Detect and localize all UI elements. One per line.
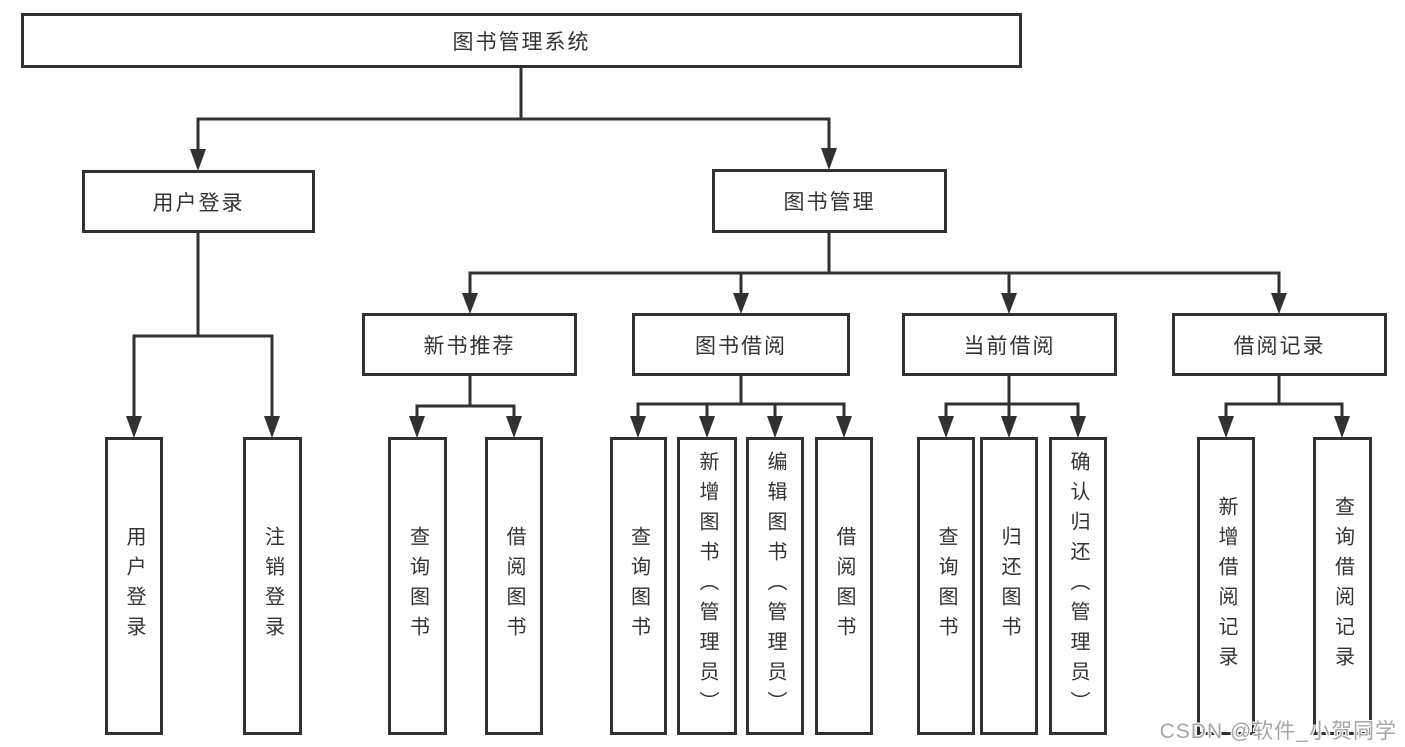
leaf-rec-query-book-label: 查询图书 — [406, 526, 429, 646]
leaf-add-book-admin-label: 新增图书（管理员） — [696, 451, 718, 721]
node-borrowing-records: 借阅记录 — [1172, 313, 1387, 376]
node-book-management-label: 图书管理 — [783, 191, 876, 214]
leaf-borrow-query-book: 查询图书 — [610, 437, 667, 735]
leaf-rec-query-book: 查询图书 — [388, 437, 447, 735]
leaf-add-book-admin: 新增图书（管理员） — [677, 437, 737, 735]
leaf-borrow-query-book-label: 查询图书 — [627, 526, 650, 646]
leaf-borrow-borrow-book: 借阅图书 — [815, 437, 873, 735]
node-book-borrowing: 图书借阅 — [632, 313, 850, 376]
leaf-return-book: 归还图书 — [980, 437, 1038, 735]
node-book-management: 图书管理 — [712, 169, 947, 233]
leaf-add-borrow-record-label: 新增借阅记录 — [1215, 496, 1237, 676]
leaf-logout: 注销登录 — [243, 437, 302, 735]
node-book-borrowing-label: 图书借阅 — [695, 334, 787, 358]
leaf-query-borrow-record: 查询借阅记录 — [1313, 437, 1372, 735]
leaf-user-login-label: 用户登录 — [123, 526, 145, 646]
leaf-borrow-borrow-book-label: 借阅图书 — [833, 526, 855, 646]
leaf-user-login: 用户登录 — [105, 437, 163, 735]
node-current-borrowing: 当前借阅 — [902, 313, 1117, 376]
node-borrowing-records-label: 借阅记录 — [1233, 334, 1326, 358]
node-new-book-recommend: 新书推荐 — [362, 313, 577, 376]
leaf-edit-book-admin-label: 编辑图书（管理员） — [764, 451, 786, 721]
leaf-rec-borrow-book: 借阅图书 — [485, 437, 543, 735]
leaf-query-borrow-record-label: 查询借阅记录 — [1331, 496, 1354, 676]
leaf-edit-book-admin: 编辑图书（管理员） — [746, 437, 804, 735]
csdn-watermark: CSDN @软件_小贺同学 — [1159, 720, 1397, 743]
node-root: 图书管理系统 — [21, 13, 1022, 68]
leaf-add-borrow-record: 新增借阅记录 — [1197, 437, 1255, 735]
leaf-logout-label: 注销登录 — [261, 526, 284, 646]
leaf-confirm-return-admin: 确认归还（管理员） — [1049, 437, 1107, 735]
leaf-current-query-book: 查询图书 — [917, 437, 975, 735]
node-new-book-recommend-label: 新书推荐 — [423, 334, 516, 358]
leaf-return-book-label: 归还图书 — [998, 526, 1020, 646]
node-user-login-label: 用户登录 — [152, 191, 245, 215]
node-user-login: 用户登录 — [82, 170, 315, 233]
node-current-borrowing-label: 当前借阅 — [963, 334, 1056, 358]
leaf-rec-borrow-book-label: 借阅图书 — [503, 526, 525, 646]
node-root-label: 图书管理系统 — [452, 30, 591, 54]
leaf-current-query-book-label: 查询图书 — [935, 526, 957, 646]
leaf-confirm-return-admin-label: 确认归还（管理员） — [1067, 451, 1089, 721]
